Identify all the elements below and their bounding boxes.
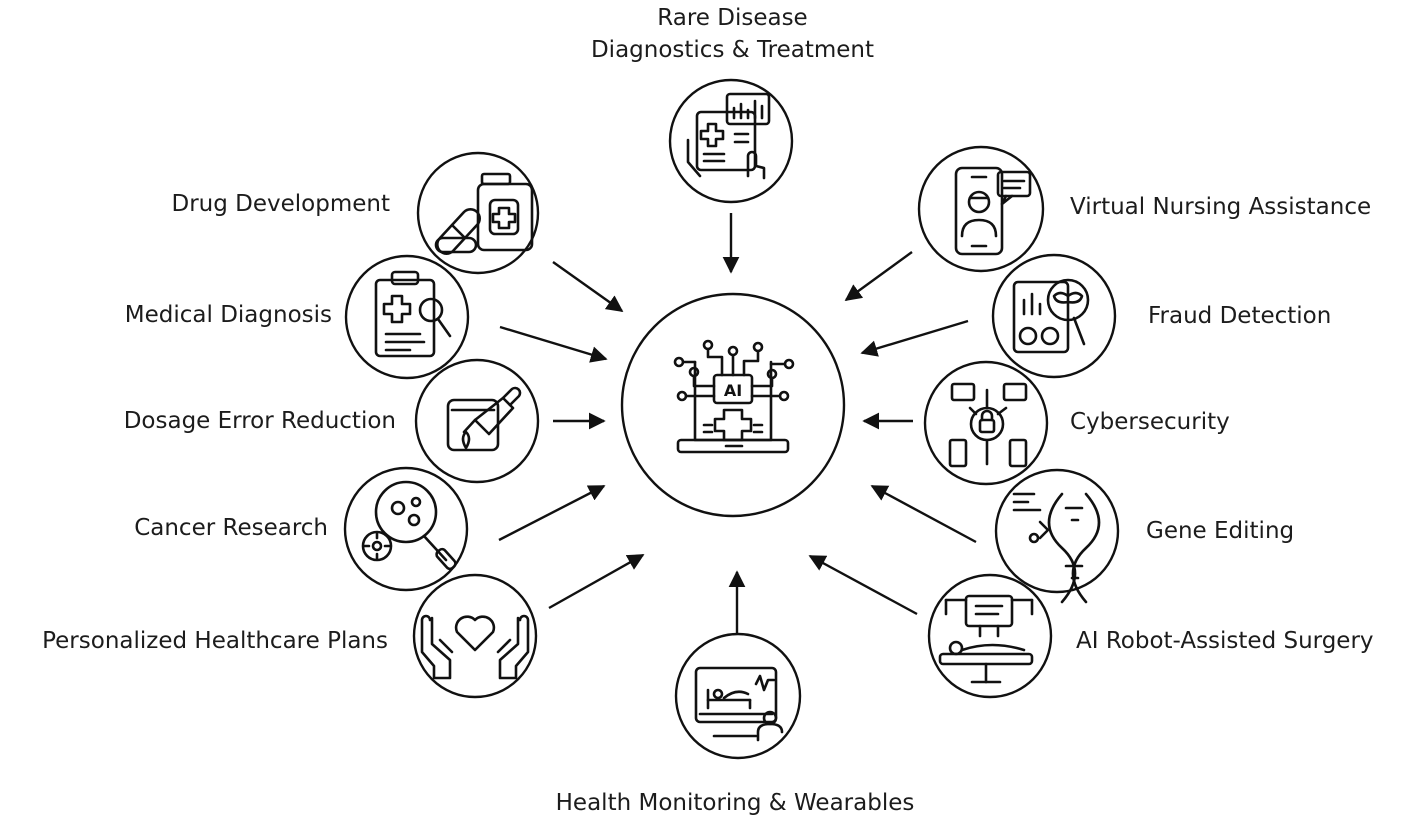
arrow-drug-development (552, 261, 624, 312)
arrow-robot-surgery (808, 554, 918, 616)
gene-editing-circle (994, 468, 1120, 594)
report-mask-icon (1012, 278, 1090, 354)
top-label-line2: Diagnostics & Treatment (590, 37, 875, 63)
label-medical-diagnosis: Medical Diagnosis (124, 302, 332, 328)
arrow-cancer-research (498, 484, 606, 542)
label-dosage-error-reduction: Dosage Error Reduction (123, 408, 396, 434)
bed-monitor-icon (694, 666, 784, 742)
label-personalized-healthcare: Personalized Healthcare Plans (42, 628, 388, 654)
medical-diagnosis-circle (344, 254, 470, 380)
dosage-error-reduction-circle (414, 358, 540, 484)
top-node-circle (668, 78, 794, 204)
pill-bottle-icon (434, 172, 534, 255)
fraud-detection-circle (991, 253, 1117, 379)
clipboard-magnifier-icon (374, 270, 452, 358)
robot-surgery-circle (927, 573, 1053, 699)
cell-magnifier-icon (361, 480, 457, 571)
medical-report-chart-icon (686, 92, 771, 180)
ai-laptop-medical-icon: AI (673, 339, 795, 454)
arrow-medical-diagnosis (499, 325, 608, 363)
center-ai-text: AI (724, 381, 742, 400)
arrow-virtual-nursing (844, 251, 913, 301)
virtual-nursing-circle (917, 145, 1045, 273)
cancer-research-circle (343, 466, 469, 592)
bottom-label: Health Monitoring & Wearables (555, 790, 915, 816)
arrow-personalized (548, 553, 645, 610)
dna-scissors-icon (1012, 492, 1101, 604)
label-drug-development: Drug Development (171, 191, 391, 217)
robot-surgery-icon (938, 594, 1034, 684)
top-label: Rare Disease Diagnostics & Treatment (560, 2, 905, 66)
arrow-gene-editing (870, 484, 977, 544)
drug-development-circle (416, 151, 540, 275)
label-cancer-research: Cancer Research (134, 515, 328, 541)
label-fraud-detection: Fraud Detection (1148, 303, 1332, 329)
lock-network-icon (948, 382, 1028, 468)
phone-nurse-icon (954, 166, 1032, 256)
arrow-fraud-detection (860, 319, 969, 357)
label-virtual-nursing: Virtual Nursing Assistance (1070, 194, 1372, 220)
heart-hands-icon (420, 614, 530, 680)
personalized-healthcare-circle (412, 573, 538, 699)
label-robot-surgery: AI Robot-Assisted Surgery (1076, 628, 1374, 654)
dropper-jar-icon (446, 386, 522, 452)
center-hub-circle (620, 292, 846, 518)
bottom-node-circle (674, 632, 802, 760)
cybersecurity-circle (923, 360, 1049, 486)
label-gene-editing: Gene Editing (1146, 518, 1295, 544)
top-label-line1: Rare Disease (657, 5, 808, 31)
label-cybersecurity: Cybersecurity (1070, 409, 1230, 435)
